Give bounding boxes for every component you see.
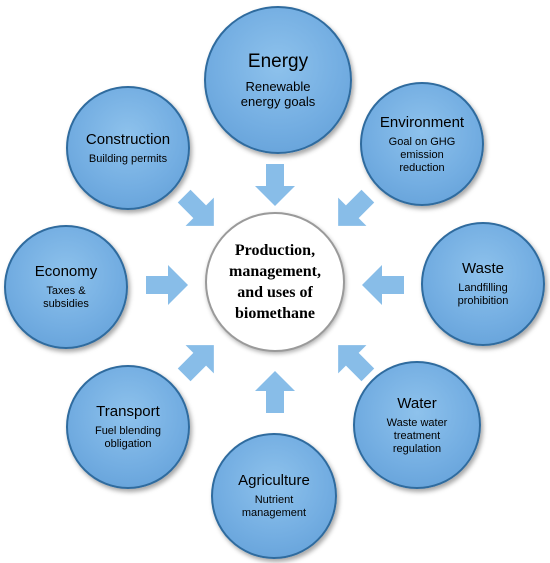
node-construction-subtitle: Building permits xyxy=(88,152,168,165)
node-construction: Construction Building permits xyxy=(66,86,190,210)
node-water-subtitle: Waste water treatment regulation xyxy=(386,416,448,455)
arrow-icon-from-economy xyxy=(144,262,190,308)
node-transport-title: Transport xyxy=(96,403,160,420)
node-construction-title: Construction xyxy=(85,130,171,148)
node-water: Water Waste water treatment regulation xyxy=(353,361,481,489)
arrow-icon-from-water xyxy=(320,327,385,392)
node-energy-subtitle: Renewable energy goals xyxy=(240,79,316,109)
node-agriculture-title: Agriculture xyxy=(238,472,310,489)
node-economy: Economy Taxes & subsidies xyxy=(4,225,128,349)
arrow-icon-from-waste xyxy=(360,262,406,308)
node-economy-subtitle: Taxes & subsidies xyxy=(43,285,89,310)
node-environment: Environment Goal on GHG emission reducti… xyxy=(360,82,484,206)
arrow-icon-from-transport xyxy=(166,327,231,392)
node-economy-title: Economy xyxy=(34,263,98,280)
arrow-icon-from-environment xyxy=(320,178,385,243)
node-agriculture-subtitle: Nutrient management xyxy=(241,494,307,519)
node-agriculture: Agriculture Nutrient management xyxy=(211,433,337,559)
node-energy: Energy Renewable energy goals xyxy=(204,6,352,154)
arrow-icon-from-energy xyxy=(252,162,298,208)
node-waste: Waste Landfilling prohibition xyxy=(421,222,545,346)
node-transport: Transport Fuel blending obligation xyxy=(66,365,190,489)
node-water-title: Water xyxy=(397,394,437,412)
node-waste-title: Waste xyxy=(462,260,504,277)
node-environment-subtitle: Goal on GHG emission reduction xyxy=(388,135,456,174)
arrow-icon-from-construction xyxy=(166,178,231,243)
node-energy-title: Energy xyxy=(247,51,309,72)
center-label: Production, management, and uses of biom… xyxy=(229,242,321,322)
arrow-icon-from-agriculture xyxy=(252,369,298,415)
node-transport-subtitle: Fuel blending obligation xyxy=(94,425,162,450)
center-node: Production, management, and uses of biom… xyxy=(205,212,345,352)
node-waste-subtitle: Landfilling prohibition xyxy=(457,282,509,307)
node-environment-title: Environment xyxy=(379,113,465,131)
